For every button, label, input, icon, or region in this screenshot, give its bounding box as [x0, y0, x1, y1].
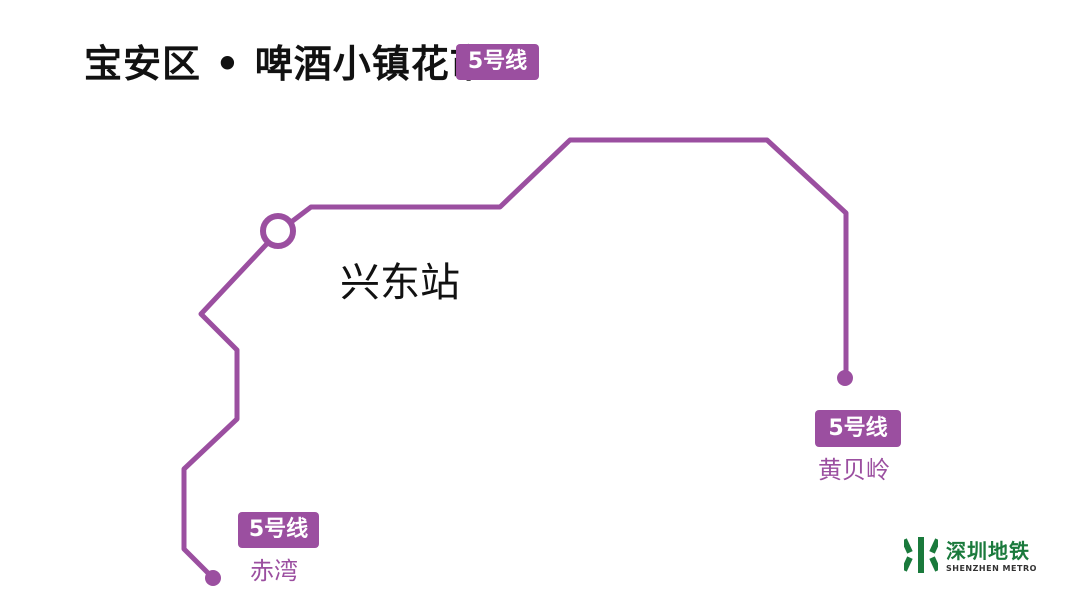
terminal-dot-end: [837, 370, 853, 386]
station-marker[interactable]: [260, 213, 296, 249]
page-title: 宝安区 • 啤酒小镇花市: [84, 42, 489, 86]
terminal-start-name: 赤湾: [250, 557, 298, 585]
terminal-start-line-badge: 5号线: [238, 512, 319, 548]
shenzhen-metro-logo: 深圳地铁 SHENZHEN METRO: [904, 535, 1054, 579]
terminal-end-line-badge: 5号线: [815, 410, 901, 447]
metro-logo-icon: [904, 537, 938, 573]
station-label: 兴东站: [340, 260, 460, 306]
terminal-dot-start: [205, 570, 221, 586]
logo-name-cn: 深圳地铁: [946, 539, 1030, 563]
logo-name-en: SHENZHEN METRO: [946, 564, 1037, 573]
terminal-end-name: 黄贝岭: [818, 456, 890, 484]
title-line-badge: 5号线: [456, 44, 539, 80]
